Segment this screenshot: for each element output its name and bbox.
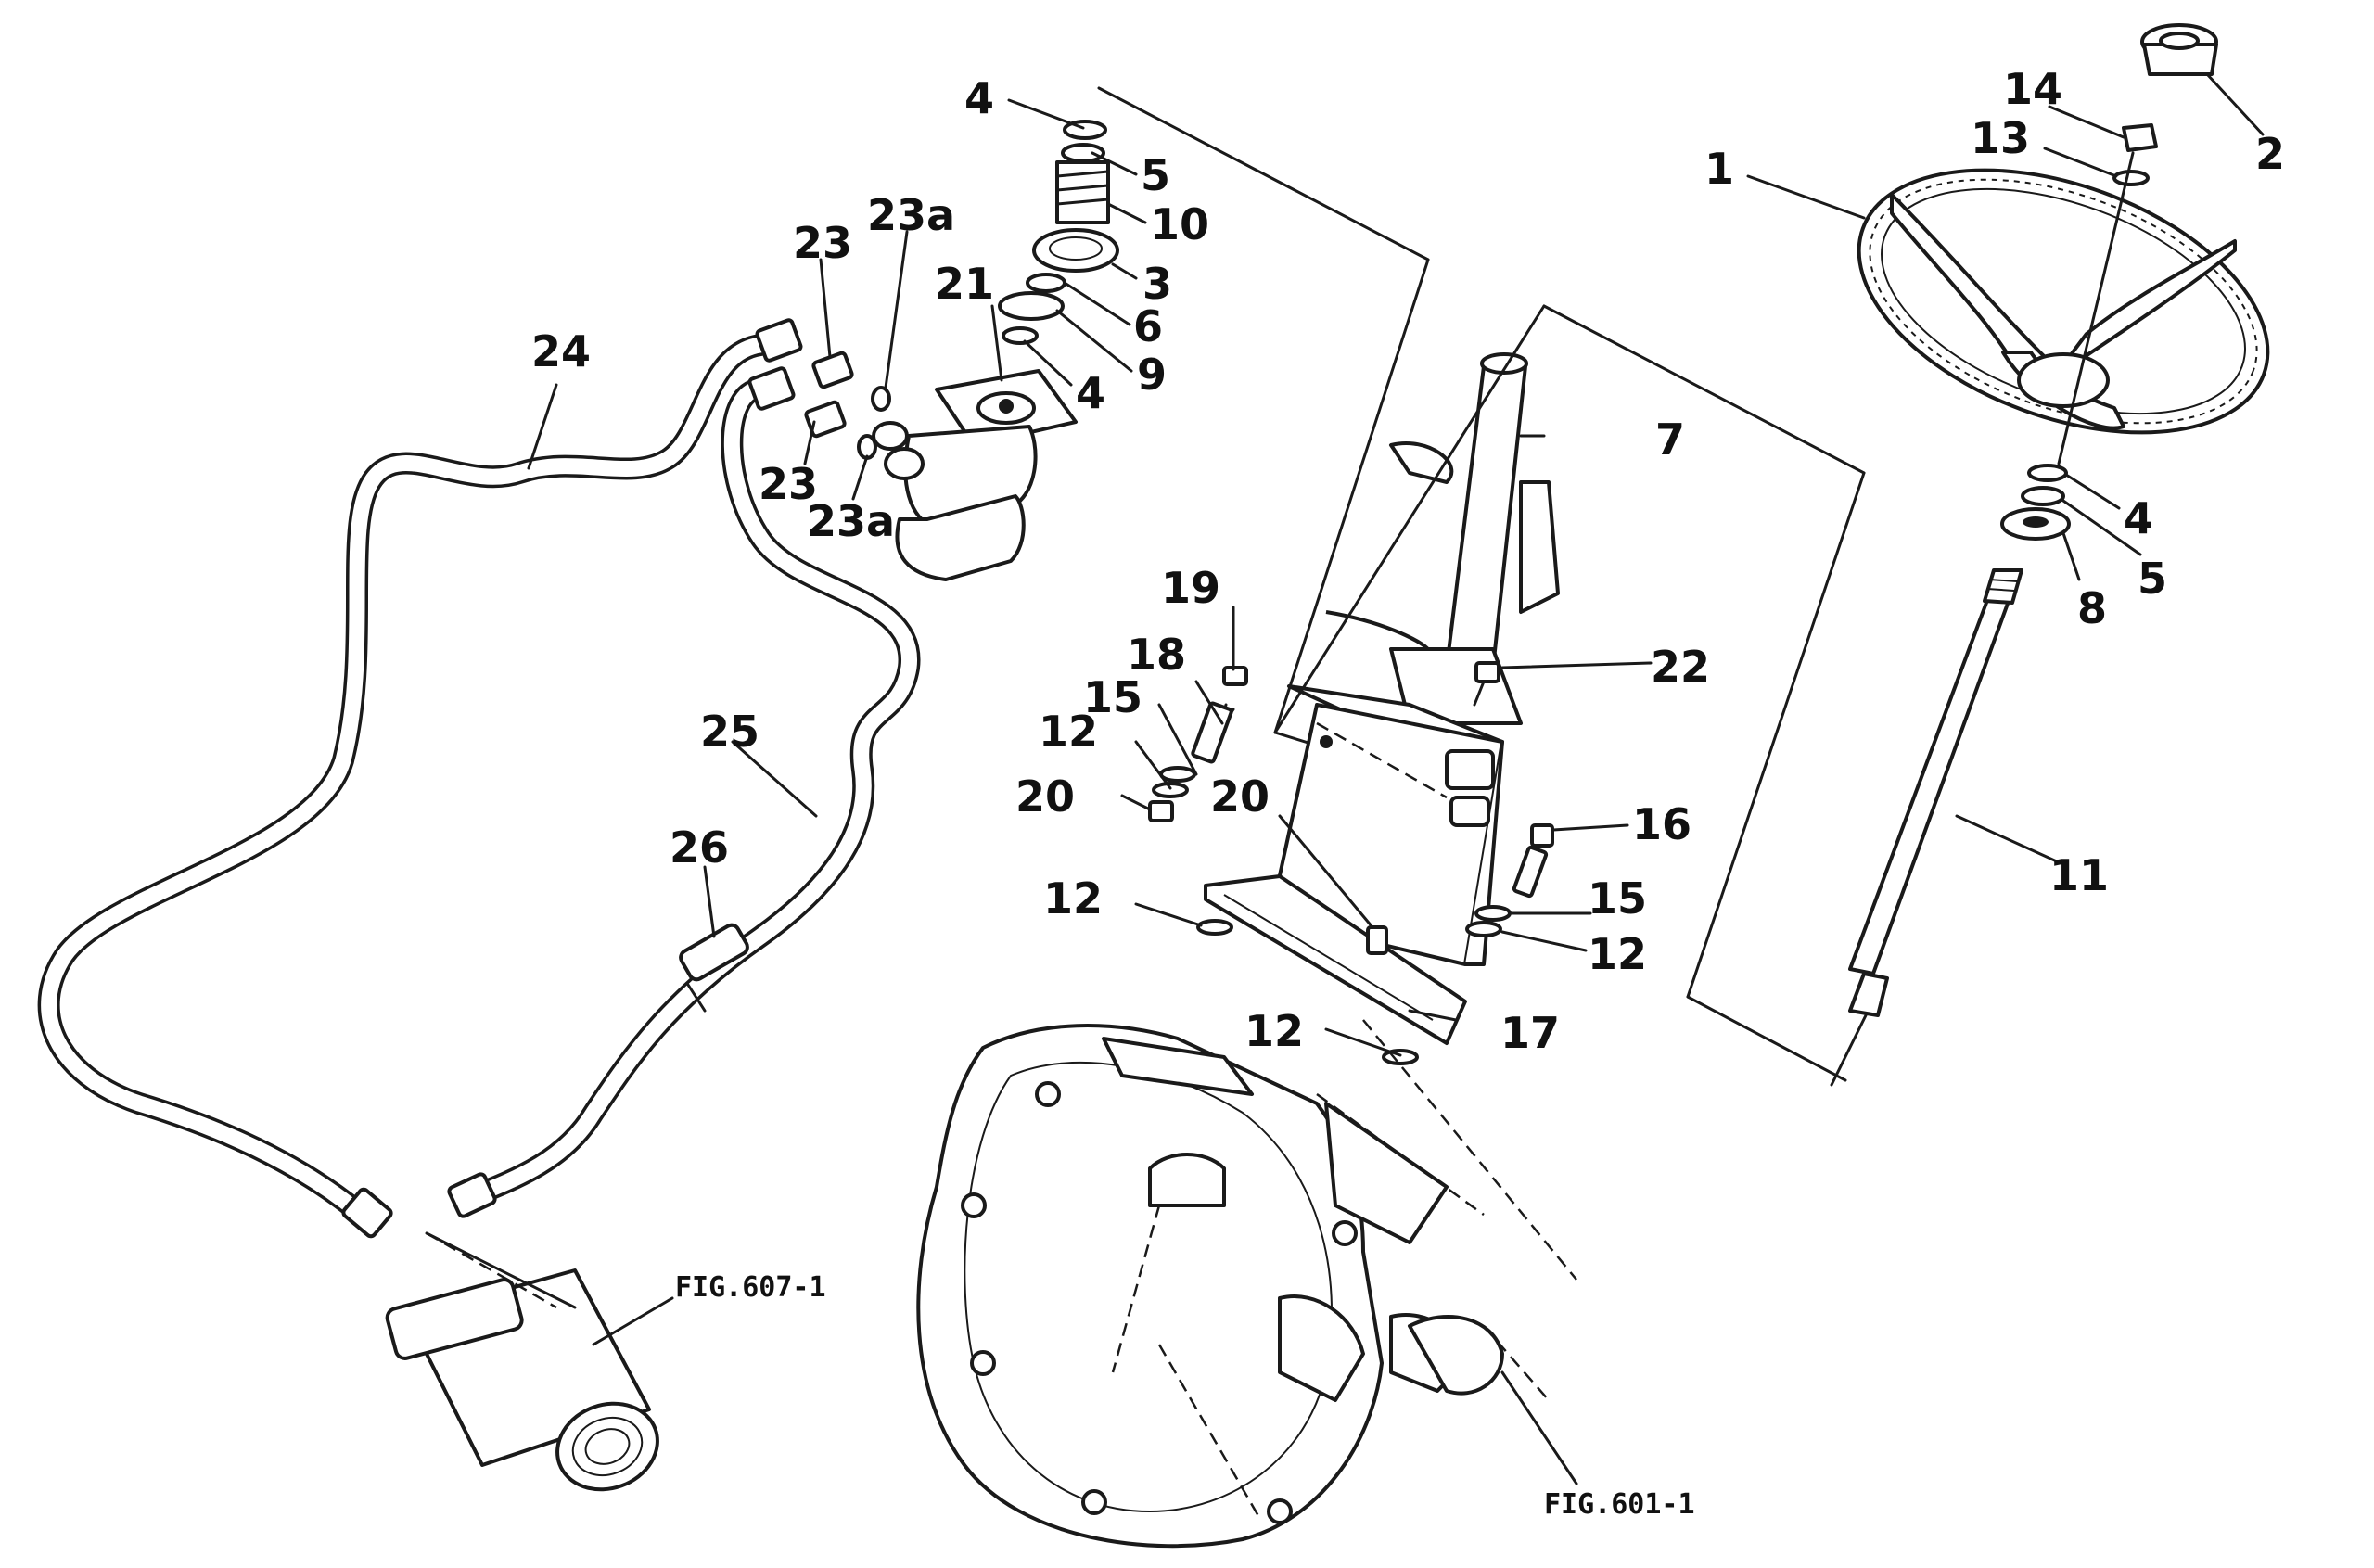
label-25: 25 <box>700 707 759 757</box>
leader-lines <box>527 72 2265 1057</box>
fittings-23 <box>804 351 891 460</box>
label-15-left: 15 <box>1083 672 1142 722</box>
valve-top-stack <box>998 120 1119 345</box>
steering-valve-21 <box>872 369 1078 581</box>
washer-13 <box>2112 170 2150 186</box>
label-19: 19 <box>1161 563 1220 613</box>
label-6: 6 <box>1133 301 1163 351</box>
label-22: 22 <box>1651 642 1710 692</box>
label-12-bottom: 12 <box>1244 1006 1304 1056</box>
label-26: 26 <box>670 822 729 873</box>
fig-ref-607-1: FIG.607-1 <box>675 1271 826 1304</box>
fig-601-1-leader <box>1500 1370 1578 1485</box>
label-12-upper: 12 <box>1039 707 1098 757</box>
label-7: 7 <box>1655 414 1685 465</box>
label-23-bottom: 23 <box>759 459 818 509</box>
label-2: 2 <box>2255 129 2285 179</box>
bolt-stack-left <box>1148 666 1248 822</box>
hose-24 <box>37 334 772 1226</box>
label-8: 8 <box>2077 583 2107 633</box>
label-23a-bottom: 23a <box>807 496 895 546</box>
label-24: 24 <box>531 326 591 376</box>
label-9: 9 <box>1137 350 1167 400</box>
steering-wheel-1 <box>1857 168 2270 435</box>
steering-shaft-11 <box>1830 568 2023 1087</box>
bolt-stack-right <box>1465 823 1554 937</box>
power-cylinder <box>385 1231 659 1492</box>
bolt-22 <box>1473 661 1500 707</box>
label-3: 3 <box>1142 259 1172 309</box>
label-4-wheel: 4 <box>2124 493 2153 543</box>
label-10: 10 <box>1150 199 1209 249</box>
label-1: 1 <box>1704 144 1734 194</box>
column-bracket-lines <box>1273 304 1866 1082</box>
label-12-right: 12 <box>1588 929 1647 979</box>
fig-607-1-leader <box>592 1296 674 1346</box>
fig-ref-601-1: FIG.601-1 <box>1544 1488 1695 1521</box>
label-4: 4 <box>964 73 994 123</box>
label-20-left: 20 <box>1015 771 1075 822</box>
label-18: 18 <box>1127 630 1186 680</box>
label-16: 16 <box>1632 799 1691 849</box>
steering-column-7 <box>1269 352 1560 966</box>
clutch-housing <box>916 1019 1577 1549</box>
cap-2 <box>2140 23 2218 76</box>
label-17: 17 <box>1500 1008 1560 1058</box>
label-23-top: 23 <box>793 218 852 268</box>
clamp-26 <box>679 923 749 1013</box>
label-14: 14 <box>2003 64 2062 114</box>
label-23a-top: 23a <box>867 190 955 240</box>
label-5: 5 <box>1141 150 1170 200</box>
label-4-lower: 4 <box>1076 368 1105 418</box>
hose-fittings <box>341 318 803 1239</box>
base-plate-17 <box>1204 874 1467 1045</box>
nut-14 <box>2122 123 2158 152</box>
label-15-right: 15 <box>1588 873 1647 924</box>
hose-25 <box>462 378 921 1207</box>
label-20-center: 20 <box>1210 771 1270 822</box>
wheel-axis-line <box>2057 151 2135 465</box>
label-21: 21 <box>935 259 994 309</box>
label-5-wheel: 5 <box>2138 554 2167 604</box>
wheel-lower-stack <box>2000 464 2071 541</box>
washers-12 <box>1196 919 1419 1065</box>
label-13: 13 <box>1971 113 2030 163</box>
label-12-left: 12 <box>1043 873 1103 924</box>
label-11: 11 <box>2049 850 2109 900</box>
